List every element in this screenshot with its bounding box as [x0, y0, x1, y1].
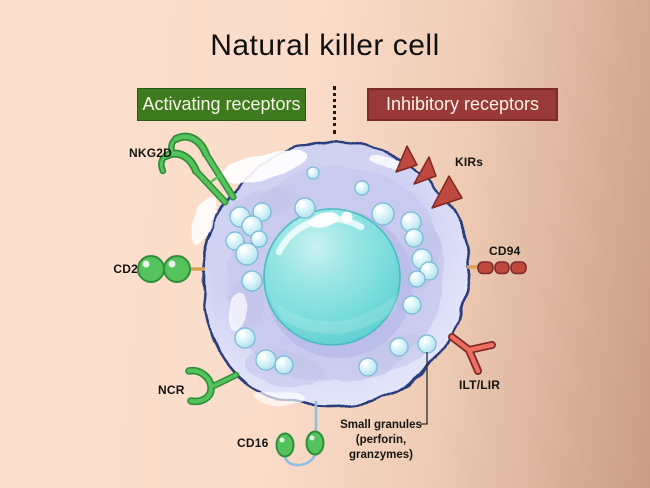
label-cd2: CD2 [113, 262, 138, 276]
granule-highlight [233, 210, 240, 217]
nkg2d-receptor [158, 132, 237, 206]
cd2-receptor [137, 255, 205, 283]
granule-highlight [375, 206, 383, 214]
label-cd16: CD16 [237, 436, 269, 450]
granules-annotation: Small granules (perforin, granzymes) [316, 418, 446, 463]
granule [404, 228, 424, 248]
granule-highlight [421, 337, 427, 344]
granule [255, 349, 277, 371]
granule [294, 197, 316, 219]
label-iltlir: ILT/LIR [459, 378, 501, 392]
granule-highlight [278, 358, 284, 365]
granules-annotation-line3: granzymes) [349, 449, 413, 461]
granule [417, 334, 437, 354]
granule-highlight [259, 353, 266, 360]
page-title: Natural killer cell [210, 29, 440, 62]
granule-highlight [357, 183, 362, 188]
cd16-receptor [275, 401, 325, 467]
granule-highlight [298, 201, 305, 208]
granule-highlight [393, 340, 399, 347]
granule [371, 202, 395, 226]
granules-layer [225, 166, 439, 377]
granule-highlight [229, 234, 235, 241]
granule-highlight [256, 205, 262, 212]
label-nkg2d: NKG2D [129, 146, 173, 160]
iltlir-receptor [448, 333, 496, 375]
granule-pointer-line [421, 352, 428, 425]
granule [241, 270, 263, 292]
granule-highlight [408, 231, 414, 238]
granule-highlight [245, 274, 252, 281]
granule [354, 180, 370, 196]
granule [389, 337, 409, 357]
nucleus [263, 208, 413, 358]
inhibitory-receptors-legend: Inhibitory receptors [367, 88, 558, 121]
granule [235, 242, 259, 266]
granule-highlight [362, 360, 368, 367]
granule [306, 166, 320, 180]
activating-receptors-legend: Activating receptors [137, 88, 306, 121]
granule [402, 295, 422, 315]
granule [274, 355, 294, 375]
granule-highlight [415, 252, 422, 259]
kirs-receptor [395, 145, 463, 209]
granule [358, 357, 378, 377]
label-ncr: NCR [158, 383, 185, 397]
granule-highlight [245, 219, 252, 226]
legend-divider [333, 86, 336, 134]
granule-highlight [239, 246, 247, 254]
granule-highlight [411, 273, 417, 279]
ncr-receptor [185, 366, 240, 406]
granule-highlight [309, 168, 313, 173]
granules-annotation-line1: Small granules [340, 419, 422, 431]
granule-highlight [423, 264, 429, 271]
granule-highlight [406, 298, 412, 305]
granule-highlight [404, 215, 411, 222]
granule [408, 270, 426, 288]
granule [234, 327, 256, 349]
label-cd94: CD94 [489, 244, 521, 258]
granule-highlight [253, 233, 259, 239]
granule-highlight [238, 331, 245, 338]
cd94-receptor [467, 261, 527, 275]
label-kirs: KIRs [455, 155, 484, 169]
granules-annotation-line2: (perforin, [355, 434, 407, 446]
